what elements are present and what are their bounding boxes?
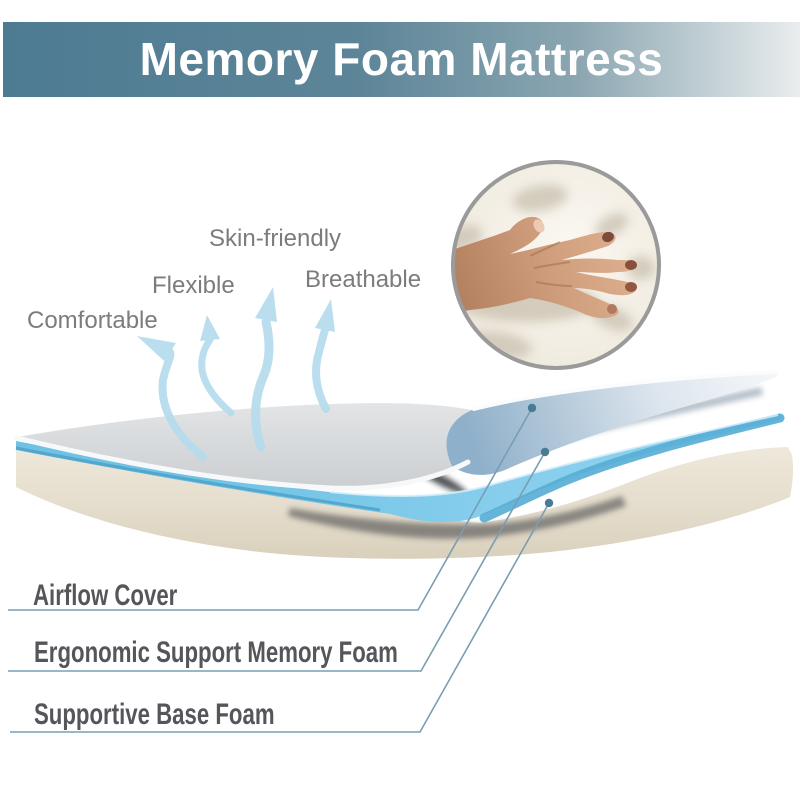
callout-line-base-foam — [10, 502, 550, 733]
airflow-arrow — [137, 336, 207, 461]
layer-highlight — [329, 414, 779, 498]
callout-dot — [527, 403, 537, 413]
airflow-cover-layer — [14, 370, 778, 491]
airflow-arrow — [251, 287, 277, 452]
page-title: Memory Foam Mattress — [139, 33, 664, 85]
cover-edge-band — [14, 435, 471, 491]
inset-ring — [451, 160, 661, 370]
feature-label-comfortable: Comfortable — [27, 307, 158, 334]
callout-lines — [8, 407, 550, 733]
layer-label-airflow-cover: Airflow Cover — [33, 579, 178, 612]
feature-label-flexible: Flexible — [152, 272, 235, 299]
layer-label-supportive-base-foam: Supportive Base Foam — [34, 698, 275, 731]
callout-dots — [527, 403, 554, 508]
airflow-arrow — [198, 315, 235, 417]
feature-label-skin-friendly: Skin-friendly — [209, 225, 342, 252]
hand-pressing-memory-foam-photo — [451, 160, 661, 370]
airflow-arrows — [137, 287, 335, 461]
finger-creases — [529, 241, 573, 287]
callout-dot — [544, 498, 554, 508]
airflow-arrow — [312, 299, 335, 413]
callout-dot — [540, 447, 550, 457]
memory-foam-layer — [15, 413, 785, 523]
callout-line-airflow-cover — [8, 407, 533, 611]
layer-shadow — [288, 496, 626, 539]
title-banner: Memory Foam Mattress — [3, 22, 800, 97]
fingernails — [533, 219, 637, 314]
feature-label-breathable: Breathable — [305, 266, 422, 293]
hand — [453, 217, 637, 319]
layer-label-ergonomic-support-memory-foam: Ergonomic Support Memory Foam — [34, 636, 398, 669]
callout-line-memory-foam — [8, 451, 546, 672]
